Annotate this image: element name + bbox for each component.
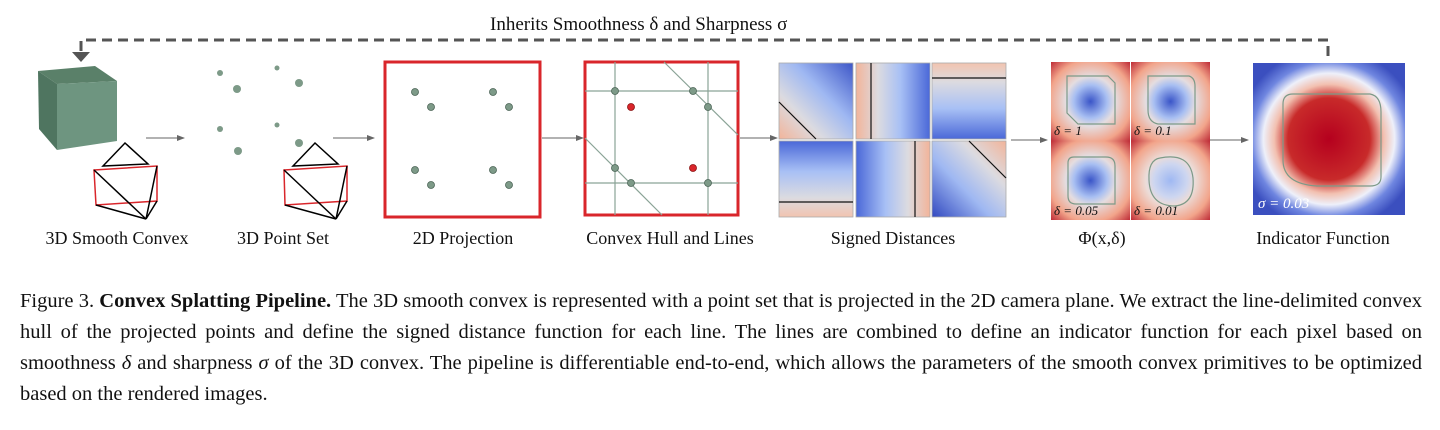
feedback-dashed-arrow bbox=[72, 38, 1330, 62]
caption-text: The 3D smooth convex is represented with… bbox=[20, 290, 1422, 374]
stage-label-projection: 2D Projection bbox=[412, 228, 514, 248]
indicator-function-image bbox=[1253, 63, 1405, 215]
figure-caption: Figure 3. Convex Splatting Pipeline. The… bbox=[20, 286, 1422, 410]
stage-label-indicator: Indicator Function bbox=[1256, 228, 1390, 248]
pipeline-figure: Inherits Smoothness δ and Sharpness σ 3D… bbox=[38, 14, 1405, 248]
signed-distance-grid bbox=[778, 62, 1007, 218]
phi-grid bbox=[1051, 62, 1210, 220]
caption-text: and sharpness bbox=[131, 352, 259, 374]
stage-label-point-set: 3D Point Set bbox=[236, 228, 330, 248]
convex-hull-frame bbox=[583, 60, 740, 217]
sigma-param-label: σ = 0.03 bbox=[1258, 196, 1310, 212]
stage-label-phi: Φ(x,δ) bbox=[1078, 228, 1126, 248]
figure-number: Figure 3. bbox=[20, 290, 95, 312]
delta-symbol: δ bbox=[121, 352, 132, 374]
stage-label-hull-lines: Convex Hull and Lines bbox=[586, 228, 754, 248]
caption-text: of the 3D convex. The pipeline is differ… bbox=[20, 352, 1422, 405]
sigma-symbol: σ bbox=[258, 352, 269, 374]
projection-frame bbox=[383, 60, 542, 219]
phi-param-label: δ = 0.1 bbox=[1134, 123, 1172, 138]
camera-icon bbox=[93, 141, 158, 220]
stage-label-signed-distances: Signed Distances bbox=[830, 228, 956, 248]
figure-title: Convex Splatting Pipeline. bbox=[99, 290, 332, 312]
cube-icon bbox=[38, 66, 117, 150]
phi-param-label: δ = 1 bbox=[1054, 123, 1082, 138]
camera-icon bbox=[283, 141, 348, 220]
phi-param-label: δ = 0.05 bbox=[1054, 203, 1099, 218]
phi-param-label: δ = 0.01 bbox=[1134, 203, 1179, 218]
pipeline-graphics bbox=[38, 38, 1405, 220]
point-set-icon bbox=[217, 65, 303, 155]
feedback-label: Inherits Smoothness δ and Sharpness σ bbox=[488, 14, 790, 36]
stage-label-smooth-convex: 3D Smooth Convex bbox=[45, 228, 189, 248]
